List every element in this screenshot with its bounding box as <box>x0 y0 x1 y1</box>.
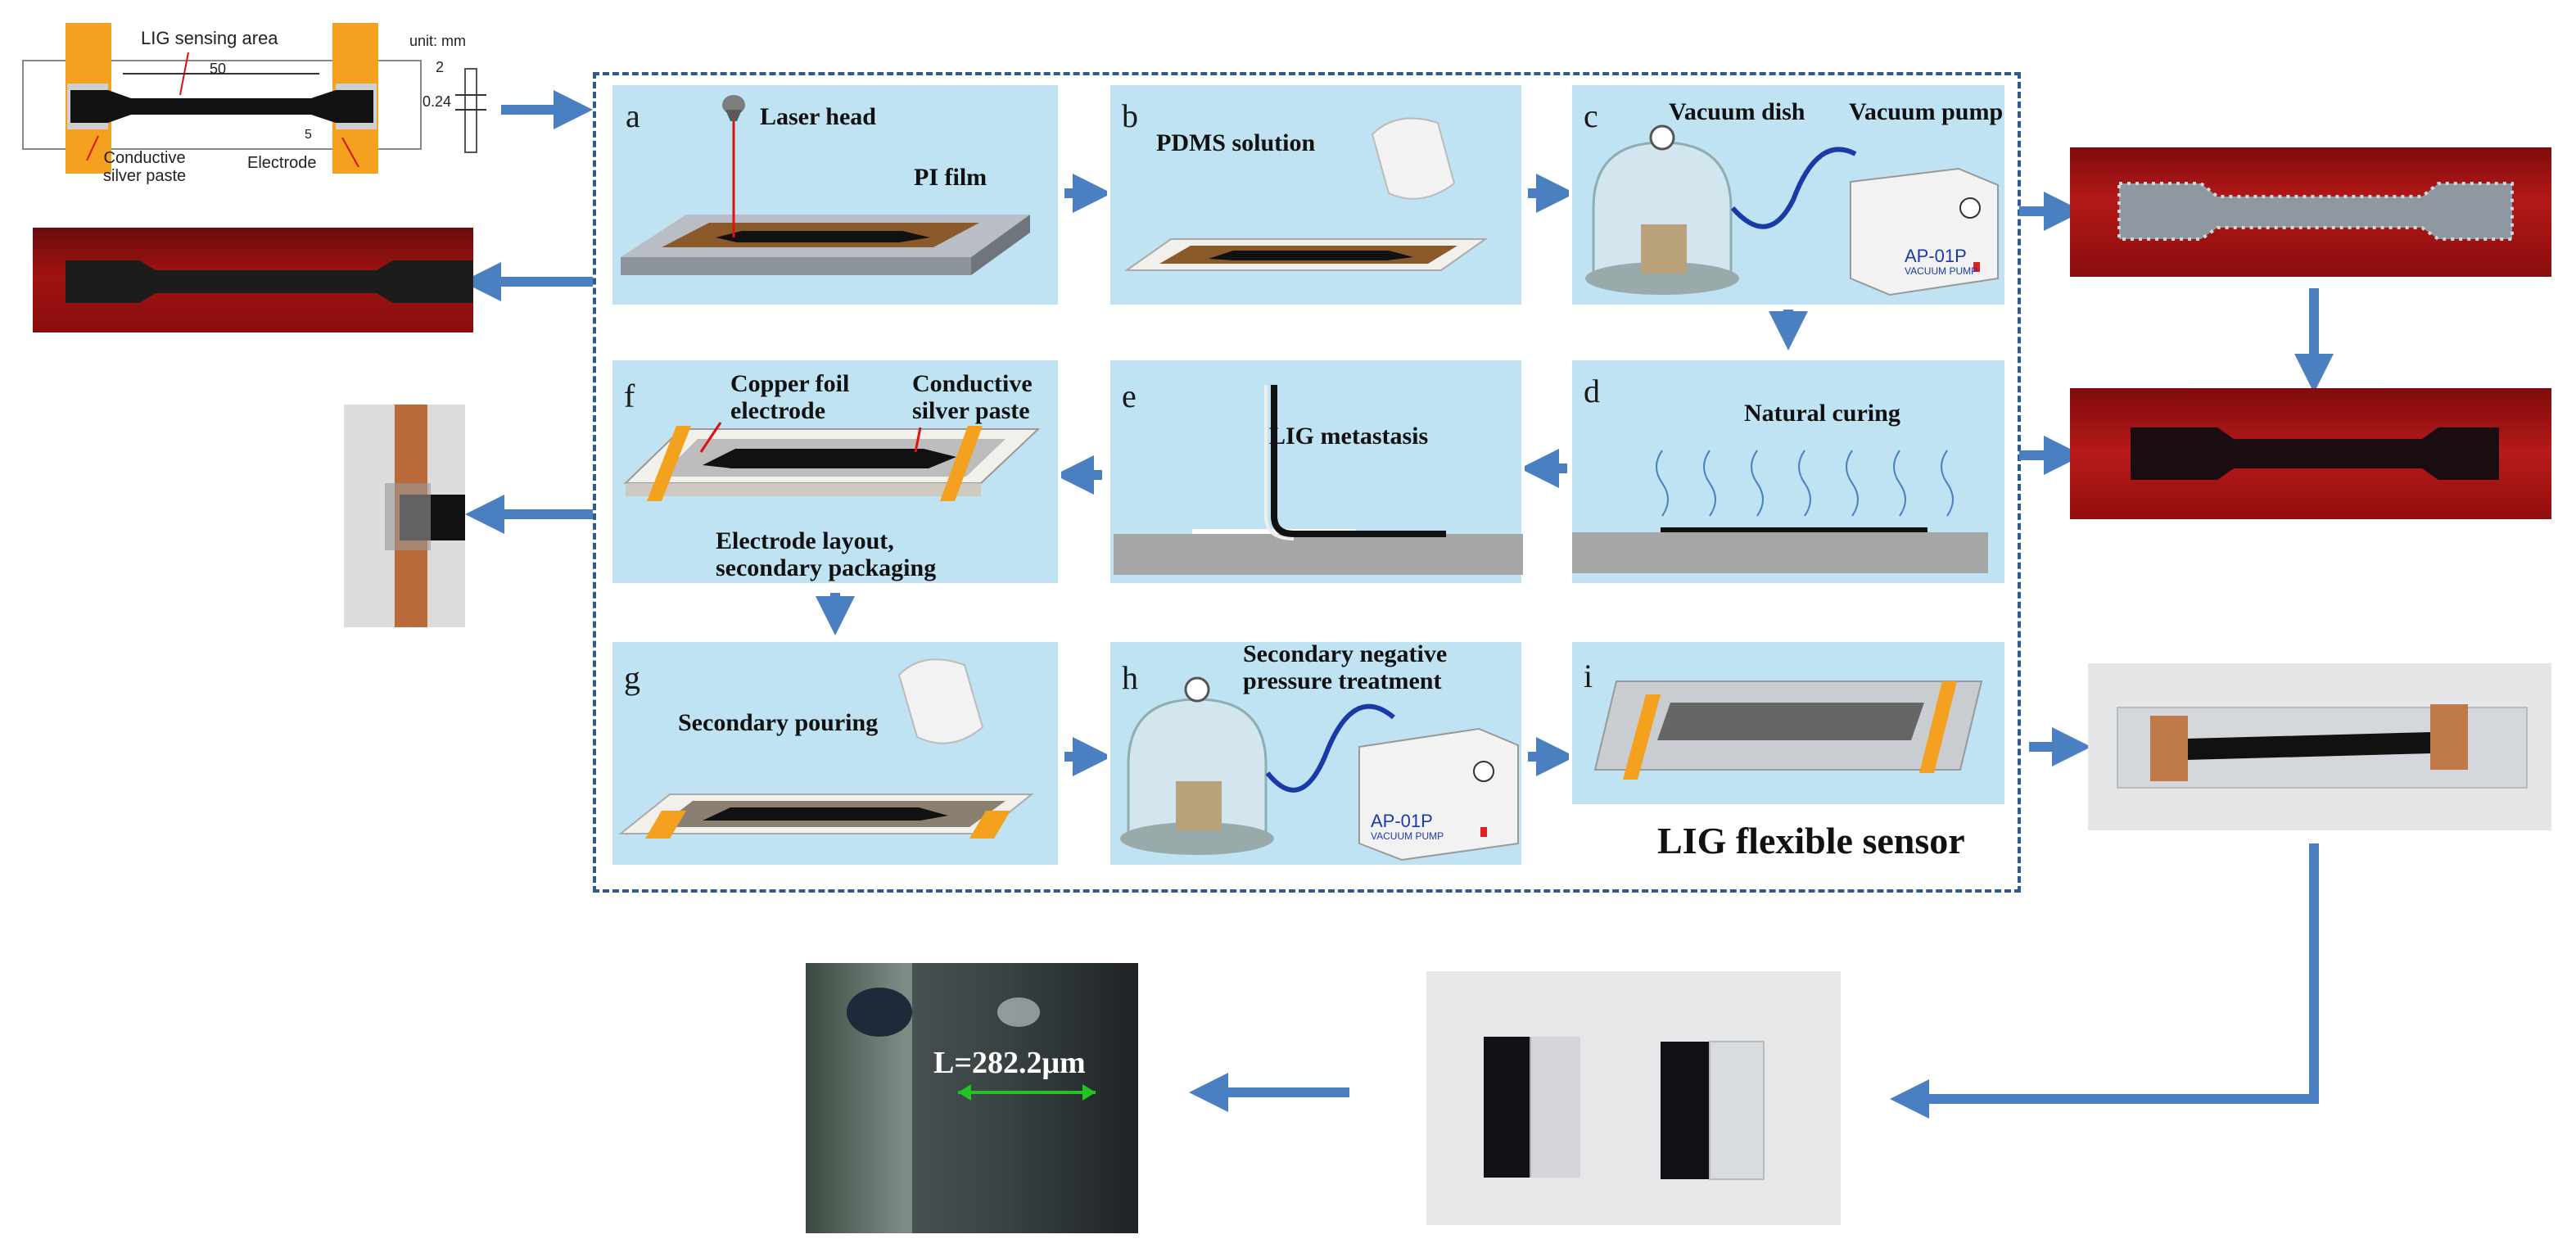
natural-curing-label: Natural curing <box>1744 400 1900 427</box>
panel-d: d Natural curing <box>1569 357 2008 586</box>
process-frame <box>593 72 2021 893</box>
vacuum-pump-label: Vacuum pump <box>1849 98 2004 125</box>
photo-pdms-poured <box>2070 147 2551 277</box>
schematic-dim-50: 50 <box>210 61 227 77</box>
panel-g-letter: g <box>624 659 640 696</box>
electrode-layout-label: Electrode layout, secondary packaging <box>716 527 937 581</box>
pump-brand-label-c: VACUUM PUMP <box>1905 265 1978 277</box>
panel-i-letter: i <box>1584 658 1593 694</box>
schematic-dim-024: 0.24 <box>423 93 452 110</box>
panel-e-letter: e <box>1122 378 1137 414</box>
pdms-solution-label: PDMS solution <box>1156 129 1316 156</box>
panel-b-letter: b <box>1122 97 1138 134</box>
photo-pdms-cured <box>2070 388 2551 519</box>
lig-metastasis-label: LIG metastasis <box>1269 423 1429 450</box>
vacuum-dish-label: Vacuum dish <box>1669 98 1805 125</box>
panel-g-illustration <box>618 658 1034 839</box>
copper-foil-label: Copper foil electrode <box>730 370 850 424</box>
panel-h: h Secondary negative pressure treatment … <box>1107 639 1525 868</box>
panel-f-letter: f <box>624 378 635 414</box>
schematic-dim-5: 5 <box>305 128 312 142</box>
panel-e: e LIG metastasis <box>1107 357 1525 586</box>
panel-d-letter: d <box>1584 373 1600 409</box>
laser-head-label: Laser head <box>760 103 876 130</box>
panel-e-illustration <box>1114 385 1523 575</box>
panel-a-illustration <box>621 95 1030 275</box>
pump-model-label-c: AP-01P <box>1905 246 1967 266</box>
panel-c-letter: c <box>1584 97 1598 134</box>
panel-c-illustration <box>1585 124 1999 296</box>
panel-b-illustration <box>1123 117 1489 271</box>
panel-g: g Secondary pouring <box>609 639 1061 868</box>
panel-h-letter: h <box>1122 659 1138 696</box>
schematic-electrode-label: Electrode <box>247 154 317 172</box>
lig-flexible-sensor-label: LIG flexible sensor <box>1657 820 1965 861</box>
photo-electrode-closeup <box>344 405 465 627</box>
photo-crosssection-micrograph: L=282.2μm <box>806 963 1138 1233</box>
pi-film-label: PI film <box>914 164 987 191</box>
photo-lig-flexible-sensor <box>2088 663 2551 830</box>
panel-b: b PDMS solution <box>1107 82 1525 308</box>
schematic-silver-paste-label: Conductive silver paste <box>103 149 187 185</box>
panel-f: f Copper foil electrode Conductive silve… <box>609 357 1061 586</box>
secondary-pouring-label: Secondary pouring <box>678 709 879 736</box>
measurement-label: L=282.2μm <box>933 1046 1086 1080</box>
schematic-sensing-area-label: LIG sensing area <box>141 28 278 48</box>
arrow-sensor-to-samples <box>1890 843 2319 1119</box>
panel-h-illustration <box>1120 676 1519 861</box>
pump-brand-label-h: VACUUM PUMP <box>1371 830 1444 842</box>
panel-i: i <box>1569 639 2008 807</box>
pump-model-label-h: AP-01P <box>1371 811 1433 831</box>
panel-d-illustration <box>1572 450 1988 573</box>
silver-paste-label: Conductive silver paste <box>912 370 1033 424</box>
photo-sensor-samples <box>1426 971 1841 1225</box>
panel-i-illustration <box>1593 680 1983 780</box>
panel-a: a Laser head PI film <box>609 82 1061 308</box>
panel-f-illustration <box>623 422 1041 501</box>
sensor-schematic: LIG sensing area 50 5 unit: mm 2 0.24 Co… <box>16 15 540 185</box>
schematic-unit: unit: mm <box>409 33 467 49</box>
schematic-dim-2: 2 <box>436 59 445 75</box>
secondary-negative-pressure-label: Secondary negative pressure treatment <box>1243 640 1448 694</box>
panel-a-letter: a <box>626 97 640 134</box>
schematic-drawing <box>22 23 486 174</box>
photo-lig-on-pi <box>33 228 473 332</box>
panel-c: c Vacuum dish Vacuum pump AP-01P VACUUM … <box>1569 82 2008 308</box>
